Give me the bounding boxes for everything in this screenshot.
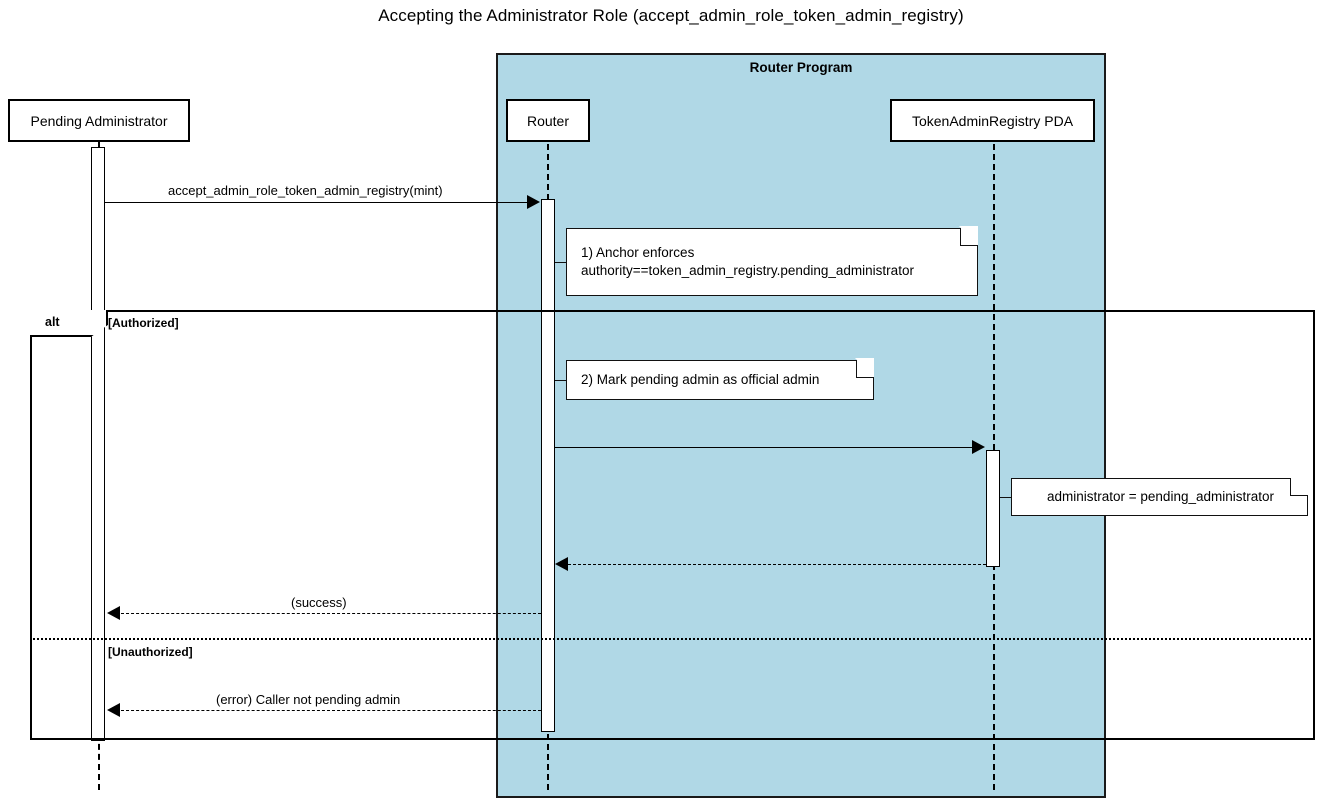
message-label-success: (success) <box>291 595 347 610</box>
message-line-success <box>121 613 541 614</box>
message-line-registry-to-router-return <box>568 564 986 565</box>
fragment-alt <box>30 310 1315 740</box>
message-label-accept-admin-role: accept_admin_role_token_admin_registry(m… <box>168 183 443 198</box>
fragment-alt-divider <box>30 638 1315 640</box>
participant-pending-administrator[interactable]: Pending Administrator <box>8 99 190 142</box>
group-router-program: Router Program <box>496 53 1106 798</box>
page-title: Accepting the Administrator Role (accept… <box>378 6 964 25</box>
message-arrowhead-registry-to-router-return <box>555 557 568 571</box>
participant-router[interactable]: Router <box>506 99 590 142</box>
participant-label-token-admin-registry-pda: TokenAdminRegistry PDA <box>911 112 1074 129</box>
note-anchor-enforces-line-2: authority==token_admin_registry.pending_… <box>581 263 914 278</box>
note-stub-mark-pending-admin <box>555 380 568 381</box>
note-anchor-enforces-line-1: 1) Anchor enforces <box>581 244 695 260</box>
note-mark-pending-admin-line-1: 2) Mark pending admin as official admin <box>581 371 820 387</box>
note-fold-corner-icon <box>1289 476 1309 496</box>
note-administrator-assignment: administrator = pending_administrator <box>1011 476 1309 516</box>
note-mark-pending-admin: 2) Mark pending admin as official admin <box>566 358 875 400</box>
participant-label-pending-administrator: Pending Administrator <box>30 112 168 129</box>
note-anchor-enforces: 1) Anchor enforces authority==token_admi… <box>566 226 979 296</box>
activation-pending-administrator <box>91 147 105 741</box>
note-administrator-assignment-line-1: administrator = pending_administrator <box>1047 488 1274 504</box>
fragment-guard-authorized: [Authorized] <box>108 316 179 330</box>
fragment-alt-operator-label: alt <box>45 315 60 329</box>
note-stub-administrator-assignment <box>1000 497 1013 498</box>
note-fold-corner-icon <box>855 358 875 378</box>
participant-token-admin-registry-pda[interactable]: TokenAdminRegistry PDA <box>890 99 1095 142</box>
fragment-alt-tab <box>30 310 108 337</box>
message-arrowhead-accept-admin-role <box>527 195 540 209</box>
message-line-error <box>121 710 541 711</box>
message-arrowhead-error <box>107 703 120 717</box>
message-arrowhead-router-to-registry <box>972 440 985 454</box>
activation-token-admin-registry-pda <box>986 450 1000 567</box>
note-fold-corner-icon <box>959 226 979 246</box>
fragment-guard-unauthorized: [Unauthorized] <box>108 645 193 659</box>
message-label-error: (error) Caller not pending admin <box>216 692 401 707</box>
group-title-router-program: Router Program <box>749 60 853 75</box>
participant-label-router: Router <box>526 112 570 129</box>
message-line-accept-admin-role <box>105 202 527 203</box>
message-line-router-to-registry <box>555 447 972 448</box>
note-stub-anchor-enforces <box>555 262 568 263</box>
activation-router <box>541 199 555 732</box>
message-arrowhead-success <box>107 606 120 620</box>
